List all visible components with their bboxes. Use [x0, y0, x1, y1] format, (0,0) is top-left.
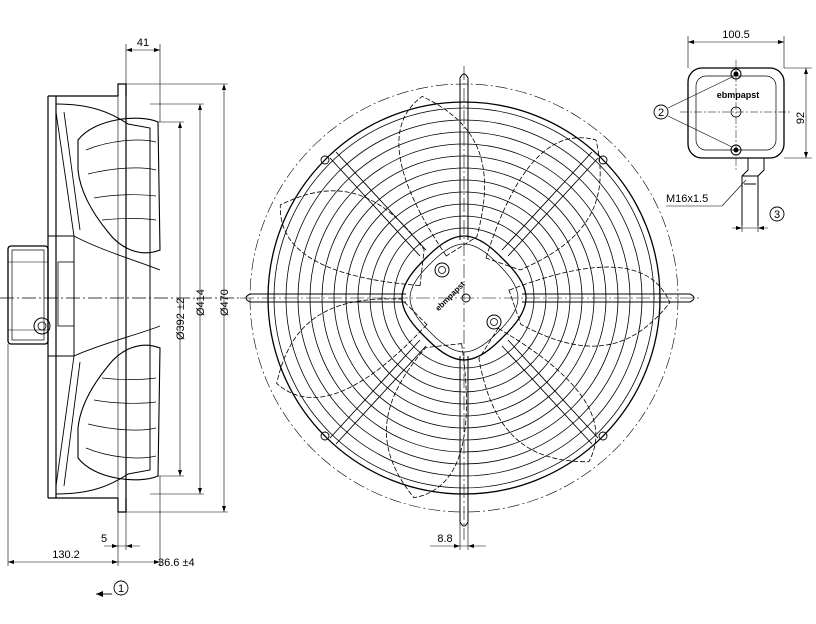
- hub-center-hole: [461, 293, 471, 303]
- guard-main-struts: [245, 73, 695, 527]
- dim-dia-414-label: Ø414: [195, 289, 207, 316]
- dim-100-5-label: 100.5: [722, 29, 750, 41]
- guard-rings: [267, 101, 661, 495]
- marker-2-label: 2: [658, 107, 664, 119]
- dim-130-2: 130.2: [8, 549, 118, 564]
- dim-dia-392: Ø392 ±2: [175, 122, 187, 476]
- fan-blade-lower: [77, 344, 161, 481]
- terminal-box-logo: ebmpapst: [717, 90, 760, 100]
- cable-gland-callout: M16x1.5: [666, 179, 747, 207]
- marker-1-label: 1: [118, 583, 124, 595]
- dim-5: 5: [101, 533, 140, 548]
- dim-92-label: 92: [795, 112, 807, 124]
- hub-bolt-lower: [486, 314, 502, 330]
- marker-2: 2: [653, 76, 733, 148]
- dim-dia-392-label: Ø392 ±2: [175, 298, 187, 340]
- guard-diagonal-struts: [329, 151, 599, 445]
- dim-dia-470: Ø470: [219, 84, 231, 512]
- dim-100-5: 100.5: [687, 29, 785, 68]
- dim-41: 41: [125, 37, 161, 122]
- dim-dia-470-label: Ø470: [219, 289, 231, 316]
- dim-dia-414: Ø414: [195, 104, 207, 494]
- marker-3: 3: [732, 206, 785, 232]
- terminal-screw-top: [730, 68, 742, 80]
- dim-36-6: 36.6 ±4: [118, 557, 195, 569]
- side-view: 41 Ø392 ±2 Ø414 Ø470: [0, 37, 240, 597]
- motor-housing: [7, 245, 49, 345]
- dim-8-8-label: 8.8: [437, 533, 452, 545]
- cable-gland: [741, 158, 765, 226]
- marker-3-label: 3: [774, 209, 780, 221]
- dim-92: 92: [784, 67, 812, 159]
- dim-8-8: 8.8: [430, 522, 486, 550]
- terminal-box-view: ebmpapst 100.5 92 2 M16x1.5: [653, 29, 812, 232]
- terminal-screw-bottom: [730, 144, 742, 156]
- dim-36-6-label: 36.6 ±4: [158, 557, 195, 569]
- nozzle-contour: [55, 103, 151, 495]
- front-view: ebmpapst 8.8: [240, 66, 700, 550]
- dim-41-label: 41: [137, 37, 149, 49]
- dim-130-2-label: 130.2: [52, 549, 80, 561]
- outer-diameter-circle: [249, 83, 679, 513]
- fan-blades-hidden: [276, 95, 671, 499]
- cable-gland-label: M16x1.5: [666, 193, 708, 205]
- fan-blade-upper: [77, 117, 161, 254]
- airflow-marker-1: 1: [96, 580, 129, 597]
- hub-bolt-upper: [434, 262, 450, 278]
- dim-5-label: 5: [101, 533, 107, 545]
